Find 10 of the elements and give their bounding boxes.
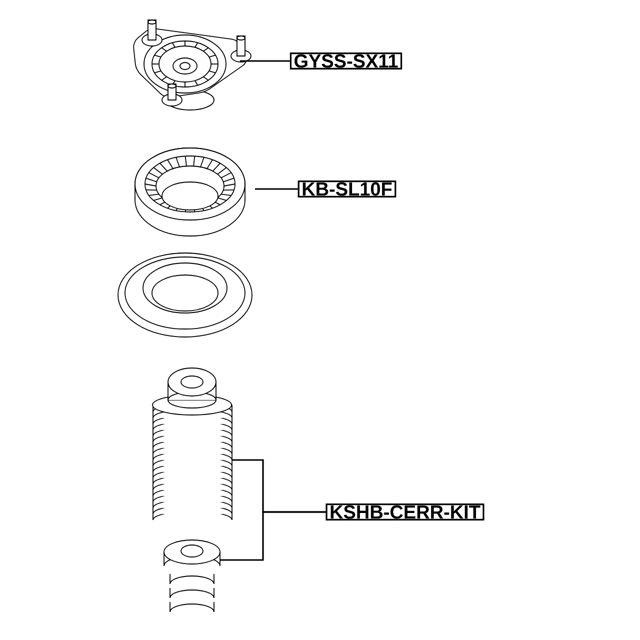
strut-mount-drawing bbox=[133, 20, 252, 110]
leader-line bbox=[240, 60, 290, 62]
leader-line bbox=[255, 188, 298, 190]
part-number-box: KB-SL10F bbox=[298, 180, 396, 198]
dust-boot-drawing bbox=[152, 368, 232, 520]
part-number-box: KSHB-CERR-KIT bbox=[326, 503, 484, 521]
leader-line bbox=[220, 511, 326, 561]
bearing-drawing bbox=[134, 148, 246, 236]
bump-stop-drawing bbox=[164, 540, 220, 612]
part-number-box: GYSS-SX11 bbox=[290, 52, 402, 70]
